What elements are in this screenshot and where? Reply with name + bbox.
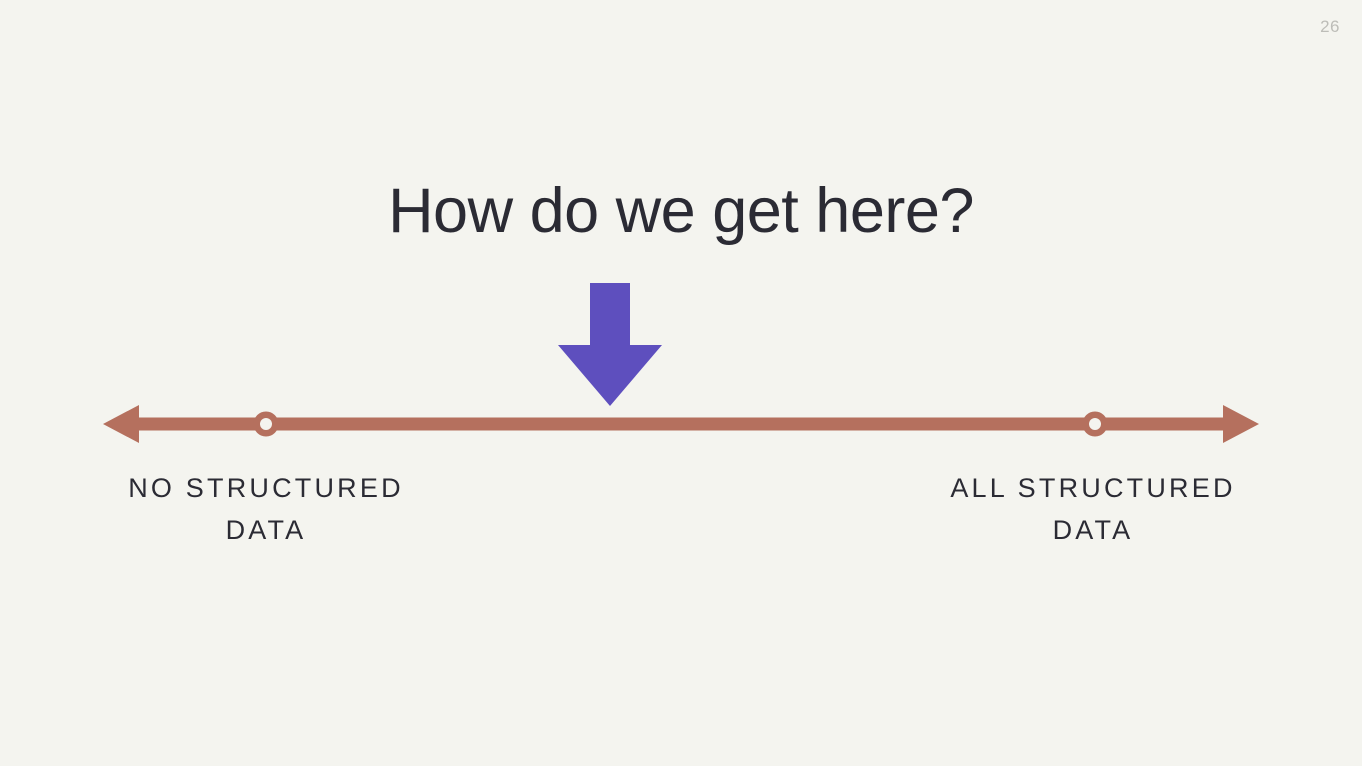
spectrum-label-right: ALL STRUCTURED DATA [873,468,1313,552]
down-arrow-indicator [558,283,662,406]
spectrum-axis-svg [103,405,1259,443]
page-number: 26 [1320,17,1340,36]
spectrum-label-right-line1: ALL STRUCTURED [950,473,1236,503]
spectrum-label-right-line2: DATA [1052,514,1134,545]
down-arrow-icon [558,283,662,406]
axis-arrowhead-left-icon [103,405,139,443]
axis-line [125,417,1237,431]
page-title: How do we get here? [388,176,974,246]
spectrum-label-left-line1: NO STRUCTURED [128,473,404,503]
axis-marker-right [1082,411,1108,437]
spectrum-label-left: NO STRUCTURED DATA [46,468,486,552]
axis-marker-left [253,411,279,437]
axis-marker-left-hole [260,418,272,430]
spectrum-axis [95,400,1267,448]
spectrum-label-left-line2: DATA [225,514,307,545]
axis-marker-right-hole [1089,418,1101,430]
axis-arrowhead-right-icon [1223,405,1259,443]
